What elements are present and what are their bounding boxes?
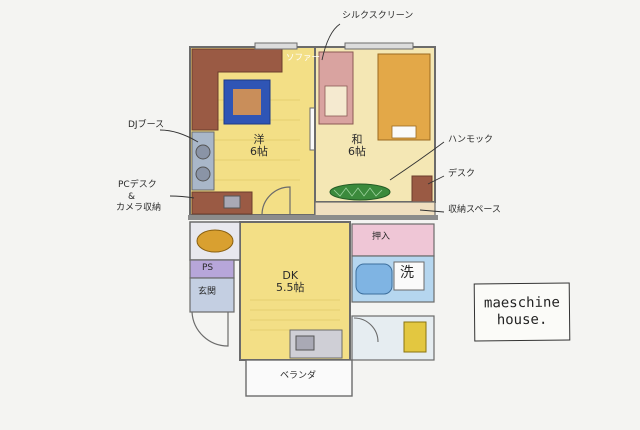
label-entrance: 玄関 <box>198 287 217 297</box>
entrance <box>189 277 235 313</box>
bed-pillow <box>391 125 417 139</box>
western-room-name: 洋 <box>253 133 265 146</box>
closet <box>351 223 435 257</box>
label-camera-storage: カメラ収納 <box>116 203 162 213</box>
japanese-room-size: 6帖 <box>348 144 366 158</box>
label-silk-screen: シルクスクリーン <box>342 11 414 21</box>
label-closet: 押入 <box>372 232 391 242</box>
window-japanese <box>344 42 414 50</box>
leader-lines <box>159 23 445 213</box>
entrance-door <box>191 311 229 347</box>
cushion-left-pad <box>324 85 348 117</box>
logo-line-2: house. <box>496 311 548 329</box>
washer <box>393 261 425 291</box>
bed <box>377 53 431 141</box>
dk-room-size: 5.5帖 <box>276 280 305 294</box>
label-pc-desk: PCデスク <box>118 180 157 190</box>
label-desk: デスク <box>448 169 476 179</box>
label-hammock: ハンモック <box>448 135 494 145</box>
label-wash: 洗 <box>400 265 414 281</box>
desk <box>411 175 433 203</box>
label-japanese-room: 和 6帖 <box>348 134 366 157</box>
hammock <box>329 183 391 201</box>
western-door <box>261 186 291 216</box>
pc-desk <box>191 191 253 215</box>
window-western <box>254 42 298 50</box>
japanese-room-name: 和 <box>351 133 363 146</box>
label-pc-desk-amp: & <box>128 192 136 202</box>
maeschine-house-logo: maeschine house. <box>473 282 571 342</box>
bathtub <box>355 263 393 295</box>
pc-monitor <box>223 195 241 209</box>
label-dk-room: DK 5.5帖 <box>276 270 305 293</box>
turntable-1 <box>195 144 211 160</box>
rug-center <box>233 89 261 115</box>
label-sofa: ソファー <box>286 53 321 63</box>
toilet <box>196 229 234 253</box>
label-storage-space: 収納スペース <box>448 205 501 215</box>
middle-wall <box>188 215 438 220</box>
bathroom-toilet <box>403 321 427 353</box>
bathroom-door <box>353 317 379 343</box>
veranda <box>245 359 353 397</box>
label-western-room: 洋 6帖 <box>250 134 268 157</box>
hammock-pattern <box>333 187 383 197</box>
western-room-size: 6帖 <box>250 144 268 158</box>
label-veranda: ベランダ <box>280 371 317 381</box>
label-ps: PS <box>202 263 214 273</box>
turntable-2 <box>195 166 211 182</box>
label-dj-booth: DJブース <box>128 120 165 130</box>
stove <box>295 335 315 351</box>
logo-line-1: maeschine <box>483 294 560 311</box>
dk-room-name: DK <box>282 269 299 282</box>
